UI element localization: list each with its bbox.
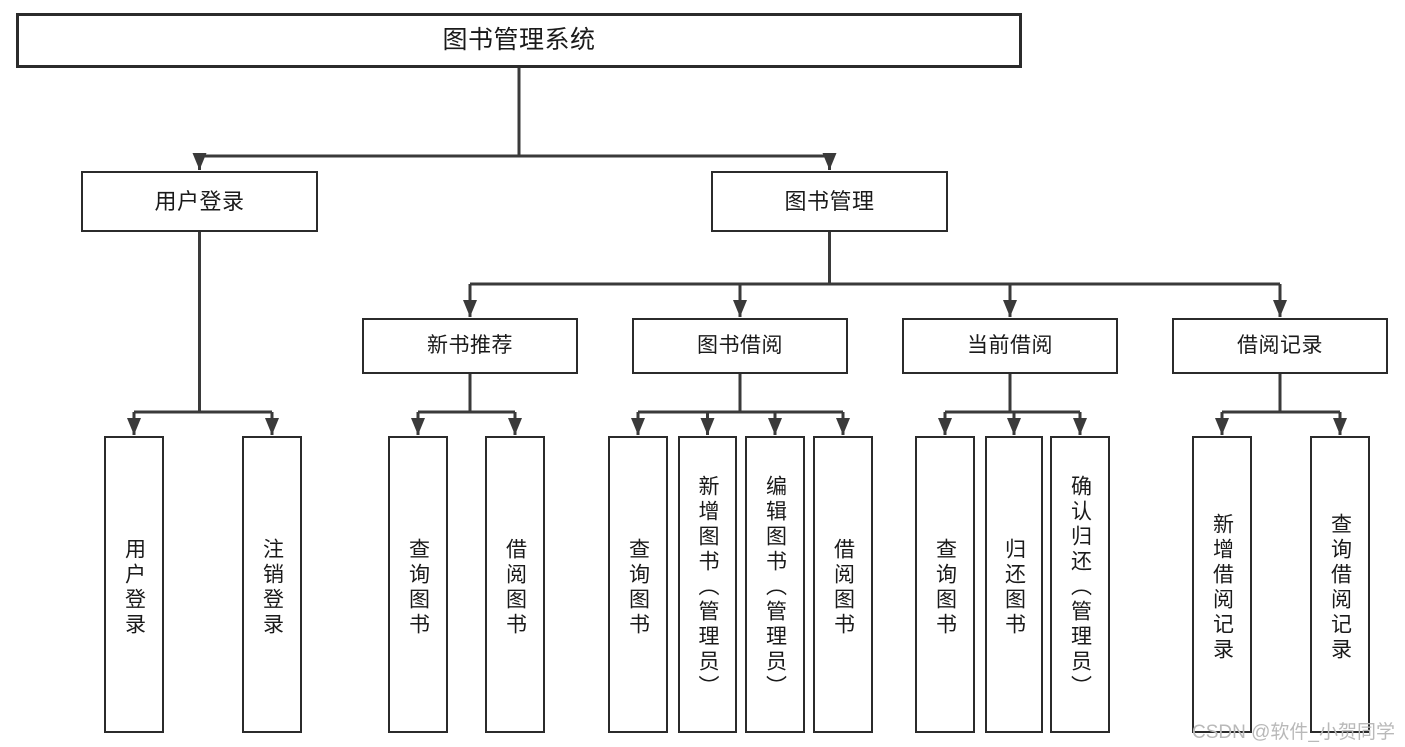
node-label: 借阅图书 xyxy=(503,537,527,638)
node-leaf10[interactable]: 归还图书 xyxy=(985,436,1043,733)
node-label: 图书借阅 xyxy=(697,333,783,357)
node-bookmgmt[interactable]: 图书管理 xyxy=(711,171,948,232)
node-leaf11[interactable]: 确认归还（管理员） xyxy=(1050,436,1110,733)
node-leaf7[interactable]: 编辑图书（管理员） xyxy=(745,436,805,733)
node-current[interactable]: 当前借阅 xyxy=(902,318,1118,374)
node-label: 注销登录 xyxy=(260,537,284,638)
node-records[interactable]: 借阅记录 xyxy=(1172,318,1388,374)
node-label: 新增图书（管理员） xyxy=(696,475,719,700)
node-leaf13[interactable]: 查询借阅记录 xyxy=(1310,436,1370,733)
node-leaf5[interactable]: 查询图书 xyxy=(608,436,668,733)
node-leaf9[interactable]: 查询图书 xyxy=(915,436,975,733)
node-label: 图书管理系统 xyxy=(442,25,596,54)
node-label: 图书管理 xyxy=(784,188,875,214)
node-label: 查询图书 xyxy=(626,537,650,638)
node-newbook[interactable]: 新书推荐 xyxy=(362,318,578,374)
node-label: 新书推荐 xyxy=(427,333,513,357)
node-leaf6[interactable]: 新增图书（管理员） xyxy=(678,436,737,733)
node-label: 编辑图书（管理员） xyxy=(763,475,787,700)
node-label: 用户登录 xyxy=(154,188,245,214)
node-label: 查询图书 xyxy=(933,537,957,638)
node-login[interactable]: 用户登录 xyxy=(81,171,318,232)
node-label: 确认归还（管理员） xyxy=(1068,475,1092,700)
node-root[interactable]: 图书管理系统 xyxy=(16,13,1022,68)
node-label: 查询借阅记录 xyxy=(1328,512,1352,663)
node-label: 归还图书 xyxy=(1002,537,1026,638)
node-label: 用户登录 xyxy=(122,537,146,638)
node-label: 借阅记录 xyxy=(1237,333,1323,357)
node-label: 查询图书 xyxy=(406,537,430,638)
node-leaf8[interactable]: 借阅图书 xyxy=(813,436,873,733)
node-label: 借阅图书 xyxy=(831,537,855,638)
node-label: 当前借阅 xyxy=(967,333,1053,357)
node-leaf2[interactable]: 注销登录 xyxy=(242,436,302,733)
node-leaf4[interactable]: 借阅图书 xyxy=(485,436,545,733)
node-leaf1[interactable]: 用户登录 xyxy=(104,436,164,733)
node-leaf3[interactable]: 查询图书 xyxy=(388,436,448,733)
node-borrow[interactable]: 图书借阅 xyxy=(632,318,848,374)
node-leaf12[interactable]: 新增借阅记录 xyxy=(1192,436,1252,733)
node-label: 新增借阅记录 xyxy=(1210,512,1234,663)
